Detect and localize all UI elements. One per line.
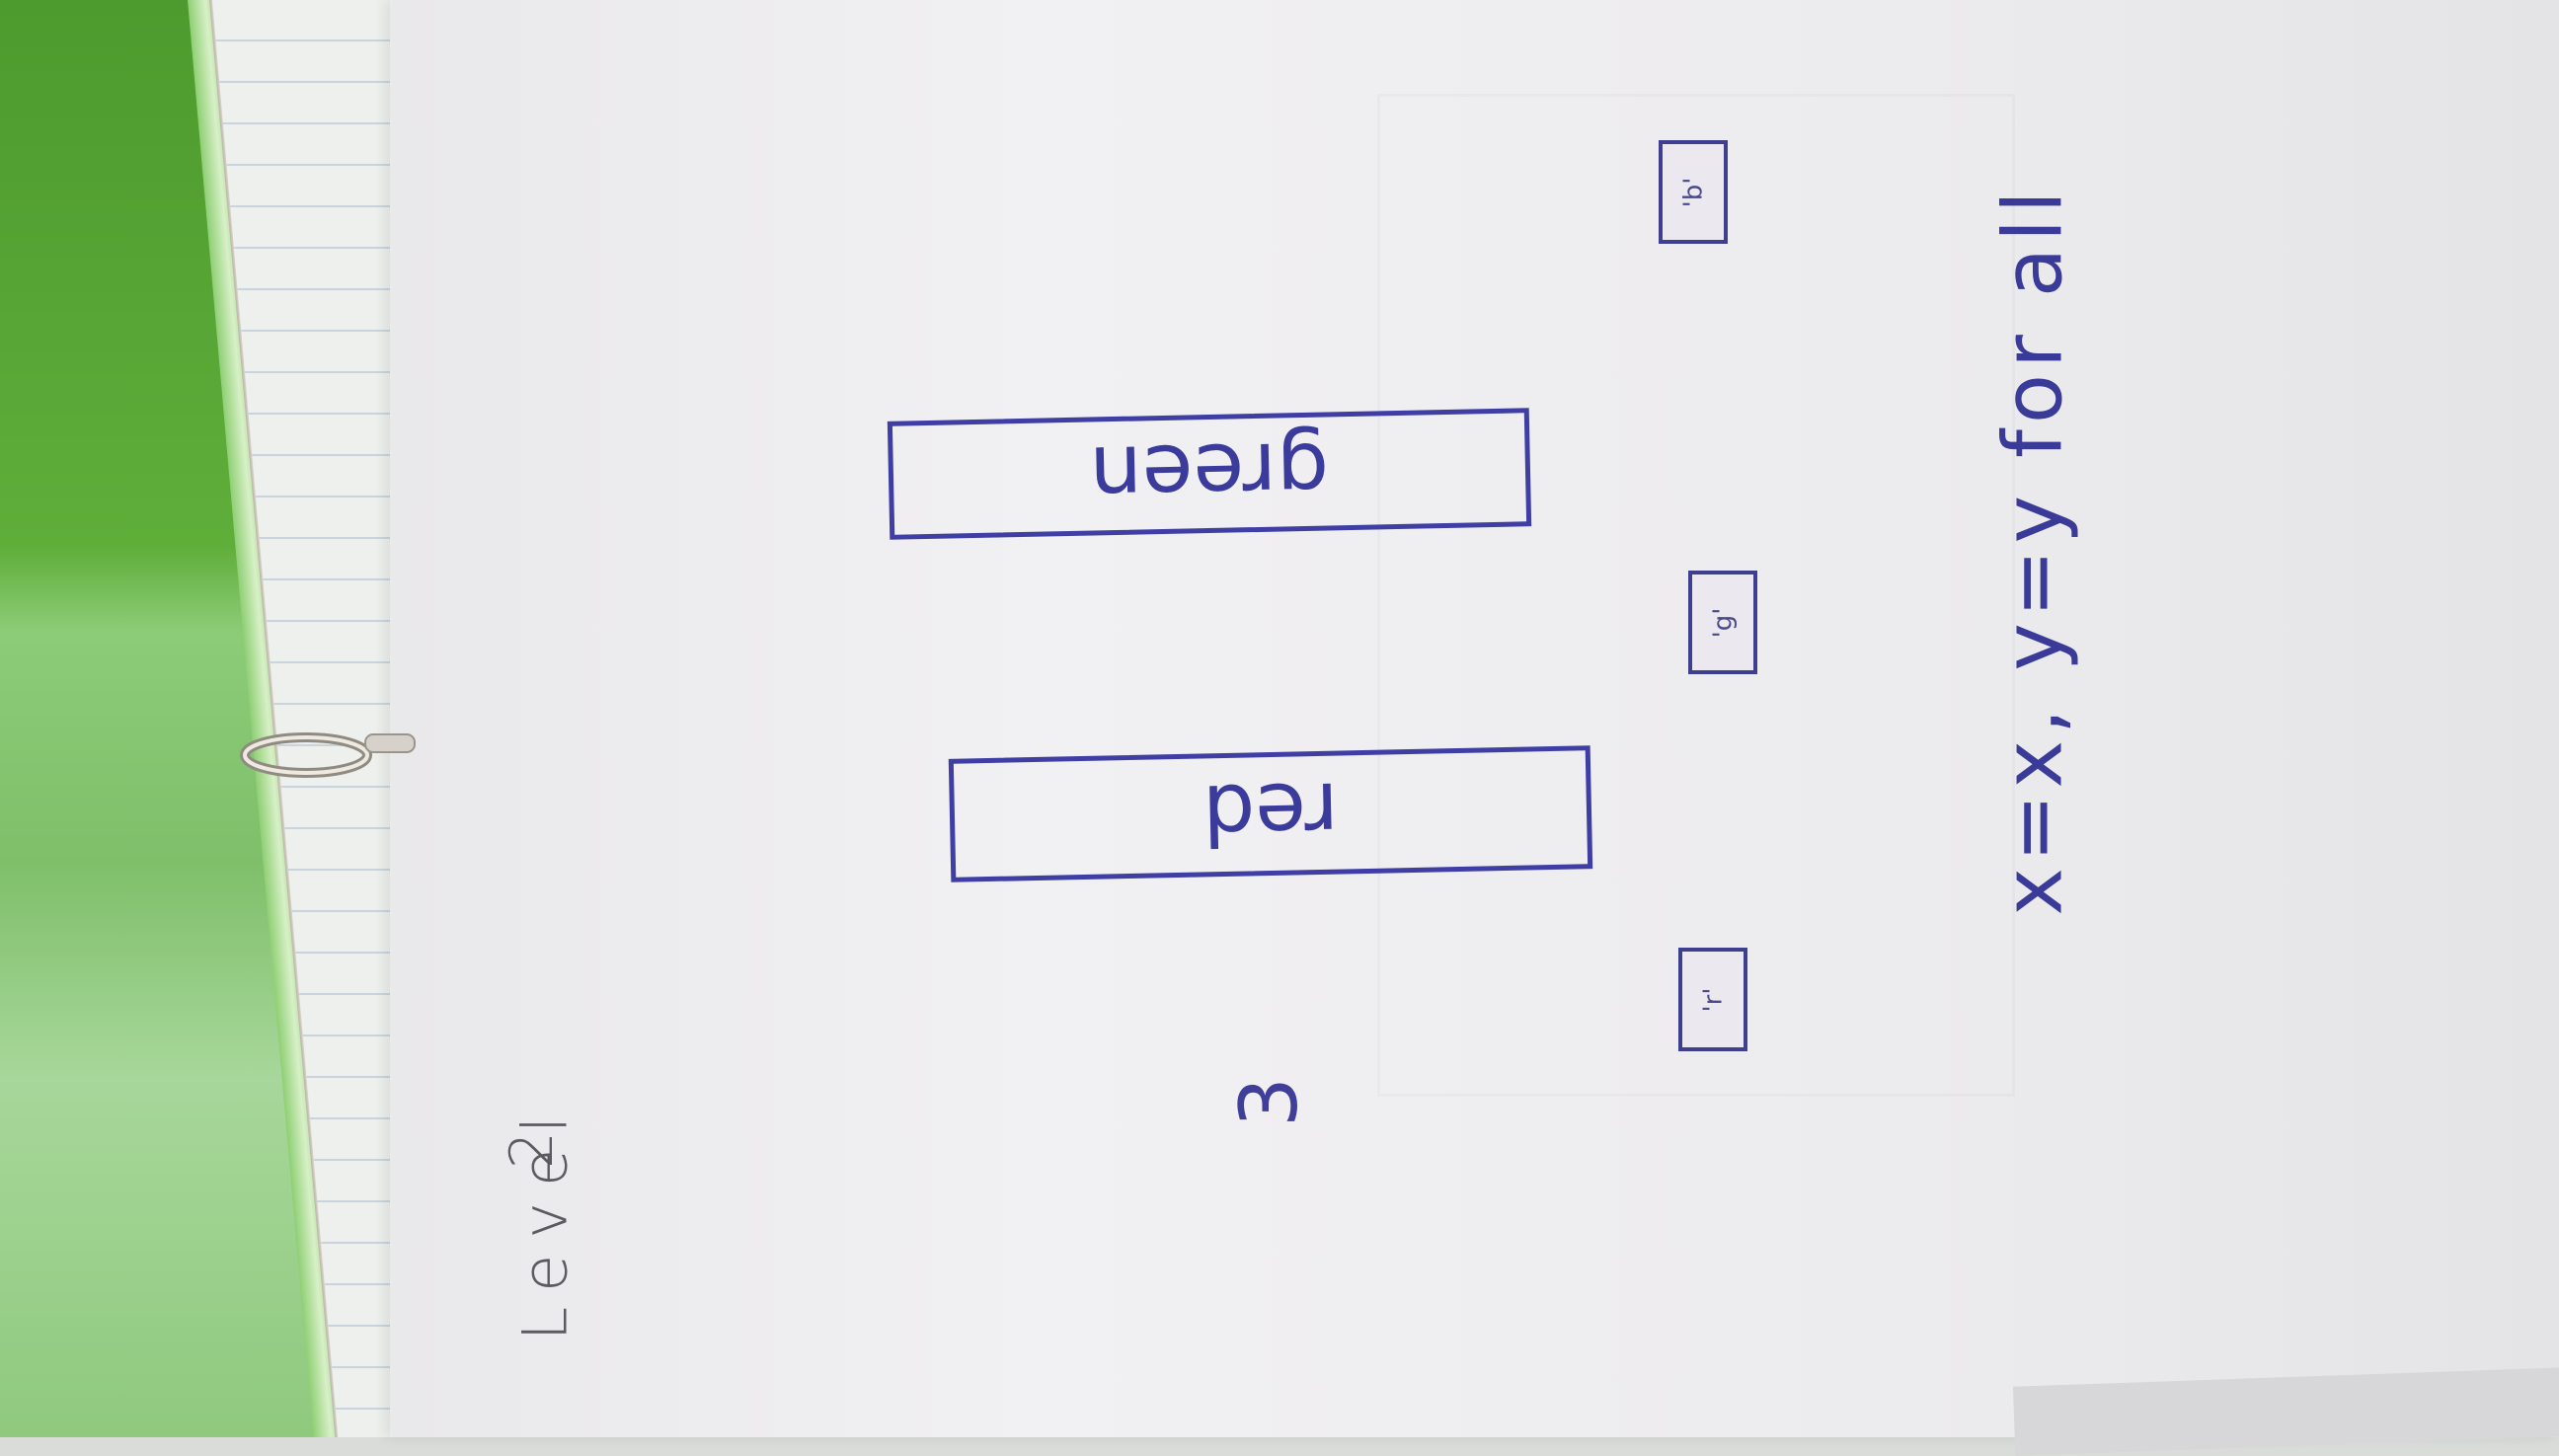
page-number: 3 bbox=[1222, 1077, 1315, 1127]
swatch-g-label: 'g' bbox=[1708, 607, 1738, 638]
sketch-paper bbox=[390, 0, 2559, 1437]
swatch-b: 'b' bbox=[1659, 140, 1728, 244]
red-box-label: red bbox=[1202, 764, 1340, 864]
red-box: red bbox=[948, 745, 1593, 882]
swatch-b-label: 'b' bbox=[1678, 177, 1708, 207]
formula-note: x=x, y=y for all bbox=[1986, 185, 2081, 916]
green-box-label: green bbox=[1088, 422, 1331, 525]
binder-ring-icon bbox=[240, 732, 416, 778]
swatch-r-label: 'r' bbox=[1697, 987, 1728, 1012]
green-box: green bbox=[887, 408, 1532, 540]
swatch-r: 'r' bbox=[1678, 948, 1747, 1051]
swatch-g: 'g' bbox=[1688, 571, 1757, 674]
level-number: 2 bbox=[498, 1130, 568, 1170]
